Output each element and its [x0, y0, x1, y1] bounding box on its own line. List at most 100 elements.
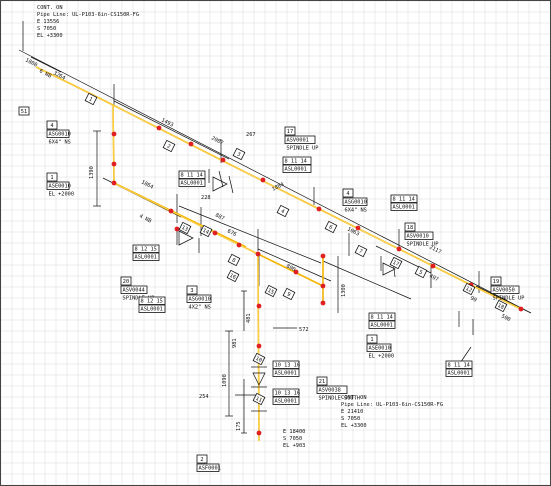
top-line-1: CONT. ON	[37, 5, 63, 11]
callout-line-box	[138, 304, 166, 313]
callout-line-box	[316, 385, 348, 394]
callout-line-box	[445, 368, 473, 377]
callout-line-text: ASL0001	[371, 323, 393, 329]
weld-dot	[236, 242, 242, 248]
callout-number: 51	[21, 109, 27, 115]
callout-line-text: 8 12 15	[135, 247, 157, 253]
callout-line-text: ASG0010	[345, 200, 367, 206]
dim-572: 572	[299, 327, 309, 333]
callout-line-text: SPINDLE SOUTH	[319, 396, 360, 402]
callout-line-box	[178, 170, 206, 179]
segment-marker-box	[199, 224, 213, 238]
segment-marker: 7	[354, 244, 368, 258]
callout-number-box	[490, 276, 502, 286]
callout-number-box	[186, 285, 198, 295]
weld-dot	[111, 161, 117, 167]
callout-number-box	[284, 126, 296, 136]
callout-line-box	[272, 388, 300, 397]
callout-line-text: 4X2" NS	[189, 305, 211, 311]
weld-dot	[355, 225, 361, 231]
weld-dot	[316, 206, 322, 212]
segment-marker-box	[178, 221, 192, 235]
top-continuation-block: CONT. ON Pipe Line: UL-P103-6in-CS150R-F…	[37, 5, 139, 39]
segment-marker-number: 9	[286, 291, 292, 298]
callout-line-box	[46, 129, 70, 138]
weld-dot	[256, 303, 262, 309]
top-line-2: Pipe Line: UL-P103-6in-CS150R-FG	[37, 12, 139, 18]
callout-number: 18	[407, 225, 413, 231]
segment-marker-number: 1	[88, 96, 94, 103]
dim-2087: 2087	[210, 135, 224, 146]
segment-marker: 8	[227, 253, 241, 267]
segment-marker: 5	[414, 265, 428, 279]
segment-marker: 18	[494, 299, 508, 313]
segment-marker: 1	[84, 92, 98, 106]
callout-line-text: ASV0038	[319, 388, 341, 394]
dim-800: 800	[285, 263, 296, 273]
weld-dot	[111, 131, 117, 137]
callout-number: 1	[50, 175, 53, 181]
callout-line-text: EL +2000	[369, 354, 395, 360]
dim-500: 500	[500, 313, 511, 323]
weld-dot	[188, 141, 194, 147]
segment-marker: 3	[232, 147, 246, 161]
dim-267: 267	[246, 132, 256, 138]
bottom-continuation-block: CONT. ON Pipe Line: UL-P103-6in-CS150R-F…	[341, 395, 443, 429]
callout-line-text: ASL0001	[285, 167, 307, 173]
dim-676: 676	[226, 228, 237, 238]
callout-line-box	[120, 285, 148, 294]
segment-marker-number: 14	[201, 228, 209, 236]
callout-line-text: 6X4" NS	[49, 140, 71, 146]
dim-497: 497	[428, 273, 439, 283]
segment-marker-box	[162, 139, 176, 153]
callout-line-text: 8 11 14	[448, 363, 470, 369]
callout-line-text: ASV0044	[123, 288, 145, 294]
callout-line-box	[272, 368, 300, 377]
callout-line-box	[132, 244, 160, 253]
callout-line-text: SPINDLE UP	[287, 146, 319, 152]
callout-line-box	[282, 164, 312, 173]
callout-line-text: ASV0001	[287, 138, 309, 144]
segment-marker-number: 13	[180, 225, 188, 233]
segment-marker: 17	[389, 256, 403, 270]
dim-254: 254	[199, 394, 209, 400]
weld-points	[111, 125, 524, 436]
segment-marker-number: 8	[231, 257, 237, 264]
callout-line-box	[368, 312, 396, 321]
callout-line-text: 10 13 16	[275, 391, 301, 397]
callout-number: 20	[123, 279, 129, 285]
dim-1390: 1390	[89, 166, 95, 179]
weld-dot	[256, 343, 262, 349]
segment-marker: 11	[252, 392, 266, 406]
segment-marker-box	[252, 352, 266, 366]
callout-number: 17	[287, 129, 293, 135]
callout-line-box	[196, 463, 220, 472]
segment-marker-box	[84, 92, 98, 106]
dim-228: 228	[201, 195, 211, 201]
callout-line-box	[390, 202, 418, 211]
callout-number: 2	[200, 457, 203, 463]
segment-marker: 4	[276, 204, 290, 218]
callout-number-box	[342, 188, 354, 198]
segment-marker-box	[282, 287, 296, 301]
segment-marker-number: 18	[496, 303, 504, 311]
dim-887: 887	[214, 212, 225, 222]
callout-number-box	[404, 222, 416, 232]
callout-line-box	[186, 294, 212, 303]
callout-line-text: ASG0010	[189, 297, 211, 303]
callout-line-text: SPINDLE UP	[407, 242, 439, 248]
start-coordinate-block: E 18400 S 7050 EL +903	[283, 429, 305, 449]
bottom-line-3: E 21410	[341, 409, 363, 415]
segment-marker-box	[227, 253, 241, 267]
segment-marker-number: 15	[266, 288, 274, 296]
dim-1884: 1884	[271, 182, 285, 193]
